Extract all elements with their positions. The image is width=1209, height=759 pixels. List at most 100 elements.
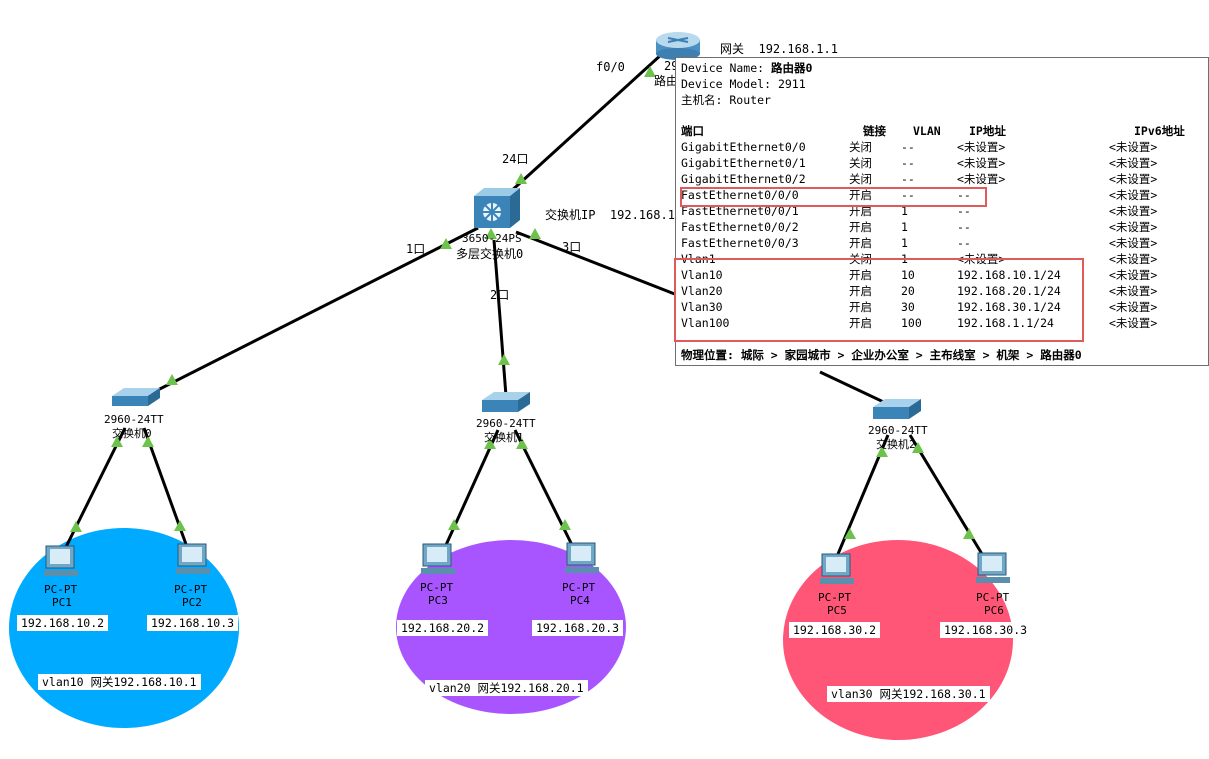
pc2-name: PC2 <box>182 596 202 609</box>
cell-port: Vlan20 <box>681 284 723 298</box>
cell-vlan: 30 <box>901 300 915 314</box>
cell-ip: <未设置> <box>957 172 1006 186</box>
link-up-icon <box>166 374 178 385</box>
highlight-vlan-rows <box>674 258 1084 342</box>
switch-2-model: 2960-24TT <box>868 424 928 437</box>
cell-link: 开启 <box>849 284 872 298</box>
cell-ip: 192.168.1.1/24 <box>957 316 1054 330</box>
cell-ipv6: <未设置> <box>1109 156 1158 170</box>
router-info-tooltip: Device Name: 路由器0 Device Model: 2911 主机名… <box>674 57 1209 366</box>
cell-vlan: 1 <box>901 204 908 218</box>
link-up-icon <box>876 446 888 457</box>
switch-2-name: 交换机2 <box>876 438 916 451</box>
core-port-2-label: 2口 <box>490 288 510 302</box>
link-up-icon <box>484 438 496 449</box>
link-up-icon <box>485 228 497 239</box>
link-up-icon <box>559 519 571 530</box>
link-status-indicators <box>70 66 975 539</box>
cell-ip: <未设置> <box>957 156 1006 170</box>
header-link: 链接 <box>863 124 886 138</box>
pc3-ip-label: 192.168.20.2 <box>397 620 489 636</box>
pc2-ip-label: 192.168.10.3 <box>147 615 239 631</box>
cell-ipv6: <未设置> <box>1109 220 1158 234</box>
pc6-name: PC6 <box>984 604 1004 617</box>
cell-vlan: -- <box>901 188 915 202</box>
link-core-switch2-lower <box>819 370 891 407</box>
cell-vlan: -- <box>901 140 915 154</box>
core-port-3-label: 3口 <box>562 240 582 254</box>
cell-vlan: 1 <box>901 220 908 234</box>
hostname-line: 主机名: Router <box>681 93 771 107</box>
cell-ipv6: <未设置> <box>1109 204 1158 218</box>
pc3-icon[interactable] <box>421 543 455 574</box>
router-port-label: f0/0 <box>596 60 625 74</box>
cell-link: 关闭 <box>849 140 872 154</box>
cell-port: GigabitEthernet0/2 <box>681 172 806 186</box>
cell-vlan: 1 <box>901 236 908 250</box>
header-port: 端口 <box>681 124 704 138</box>
switch-2-icon[interactable] <box>873 399 921 419</box>
cell-ipv6: <未设置> <box>1109 172 1158 186</box>
cell-ipv6: <未设置> <box>1109 236 1158 250</box>
cell-link: 关闭 <box>849 172 872 186</box>
pc4-name: PC4 <box>570 594 590 607</box>
link-up-icon <box>142 436 154 447</box>
cell-ip: -- <box>957 236 971 250</box>
core-switch-ip-label: 交换机IP 192.168.1 <box>545 208 675 222</box>
switch-1-icon[interactable] <box>482 392 530 412</box>
cell-vlan: 100 <box>901 316 922 330</box>
link-up-icon <box>844 528 856 539</box>
pc3-type: PC-PT <box>420 581 454 594</box>
pc1-icon[interactable] <box>44 545 78 576</box>
link-up-icon <box>448 519 460 530</box>
cell-vlan: -- <box>901 172 915 186</box>
pc5-ip-label: 192.168.30.2 <box>789 622 881 638</box>
pc2-type: PC-PT <box>174 583 208 596</box>
cell-port: FastEthernet0/0/3 <box>681 236 799 250</box>
physical-location-line: 物理位置: 城际 > 家园城市 > 企业办公室 > 主布线室 > 机架 > 路由… <box>681 348 1082 362</box>
pc4-icon[interactable] <box>565 542 599 573</box>
cell-vlan: 20 <box>901 284 915 298</box>
pc4-ip-label: 192.168.20.3 <box>532 620 624 636</box>
pc2-icon[interactable] <box>176 543 210 574</box>
link-up-icon <box>498 354 510 365</box>
pc5-name: PC5 <box>827 604 847 617</box>
pc6-icon[interactable] <box>976 552 1010 583</box>
router-model-partial: 29 <box>664 59 679 73</box>
cell-port: Vlan30 <box>681 300 723 314</box>
link-up-icon <box>912 442 924 453</box>
cell-ip: -- <box>957 220 971 234</box>
cell-link: 关闭 <box>849 156 872 170</box>
pc3-name: PC3 <box>428 594 448 607</box>
pc5-icon[interactable] <box>820 553 854 584</box>
cell-ip: -- <box>957 204 971 218</box>
core-port-up-label: 24口 <box>502 152 529 166</box>
link-up-icon <box>174 520 186 531</box>
pc1-type: PC-PT <box>44 583 78 596</box>
link-router-core <box>496 52 664 205</box>
cell-port: GigabitEthernet0/0 <box>681 140 806 154</box>
link-up-icon <box>70 521 82 532</box>
cell-ipv6: <未设置> <box>1109 284 1158 298</box>
vlan30-label: vlan30 网关192.168.30.1 <box>827 686 990 702</box>
cell-ipv6: <未设置> <box>1109 252 1158 266</box>
pc6-type: PC-PT <box>976 591 1010 604</box>
cell-link: 开启 <box>849 300 872 314</box>
cell-port: FastEthernet0/0/0 <box>681 188 799 202</box>
pc4-type: PC-PT <box>562 581 596 594</box>
router-icon[interactable] <box>656 32 700 60</box>
cell-link: 开启 <box>849 204 872 218</box>
link-up-icon <box>440 238 452 249</box>
device-name-line: Device Name: 路由器0 <box>681 61 813 75</box>
link-up-icon <box>963 528 975 539</box>
router-gateway-label: 网关 192.168.1.1 <box>720 42 838 56</box>
core-port-1-label: 1口 <box>406 242 426 256</box>
cell-ipv6: <未设置> <box>1109 316 1158 330</box>
cell-link: 开启 <box>849 268 872 282</box>
header-ip: IP地址 <box>969 124 1006 138</box>
switch-0-icon[interactable] <box>112 388 160 406</box>
vlan20-zone <box>396 540 626 714</box>
link-up-icon <box>644 66 656 77</box>
multilayer-switch-icon[interactable] <box>474 188 520 228</box>
pc-icons <box>44 542 1010 584</box>
